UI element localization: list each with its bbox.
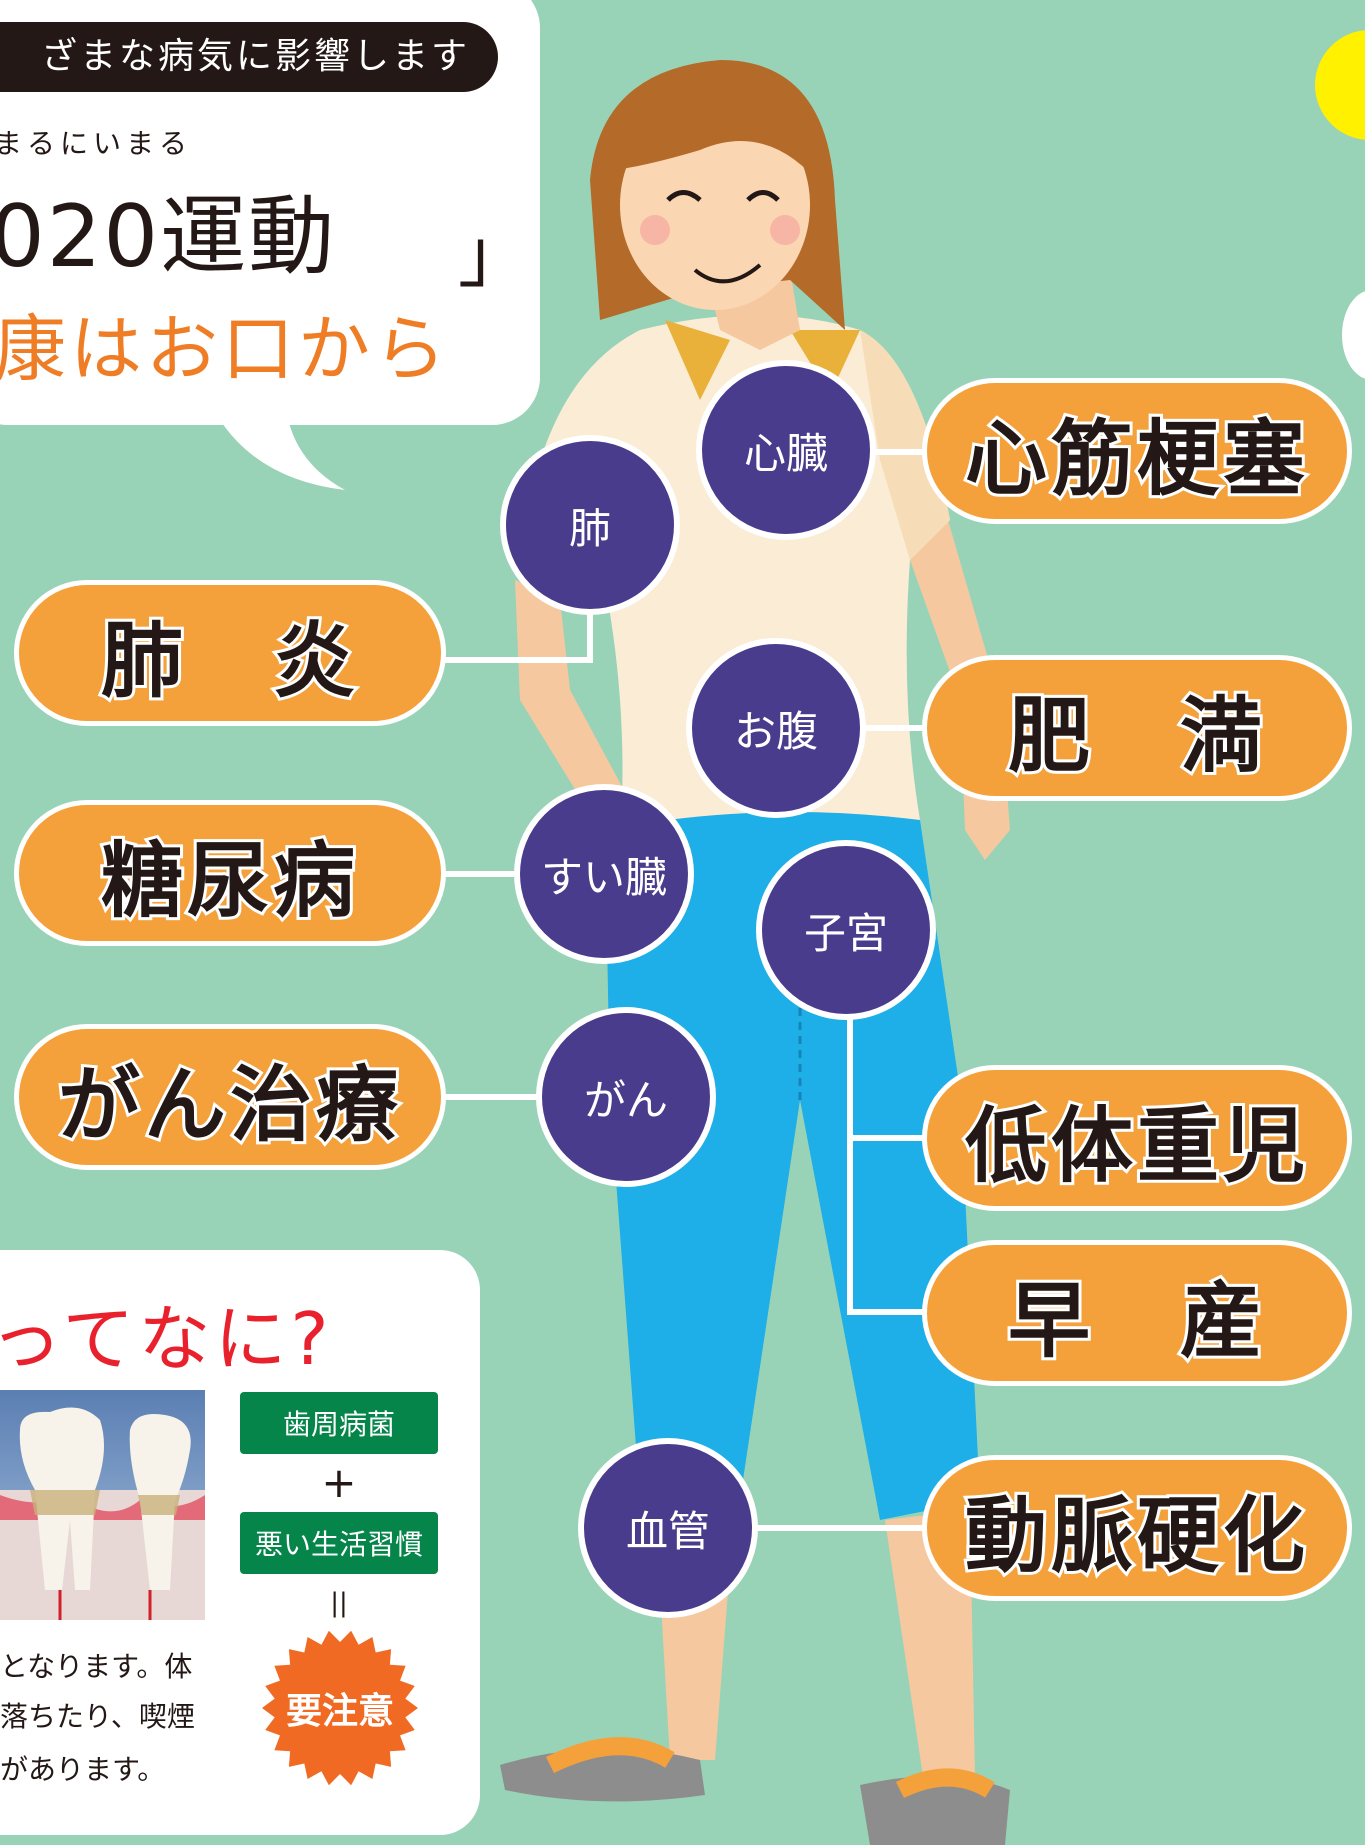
info-title: ってなに? [0, 1297, 333, 1381]
organ-heart: 心臓 [696, 360, 876, 540]
periodontal-bacteria-box: 歯周病菌 [240, 1392, 438, 1454]
disease-low-birth-weight: 低体重児 [922, 1065, 1352, 1211]
campaign-ruby: まるにいまる [0, 127, 193, 160]
bad-lifestyle-box: 悪い生活習慣 [240, 1512, 438, 1574]
equals-sign: || [330, 1588, 348, 1618]
plus-sign: + [321, 1458, 357, 1507]
disease-pneumonia: 肺 炎 [14, 580, 446, 726]
organ-belly: お腹 [686, 638, 866, 818]
disease-myocardial-infarction: 心筋梗塞 [922, 378, 1352, 524]
disease-obesity: 肥 満 [922, 655, 1352, 801]
description-line-3: があります。 [0, 1753, 166, 1786]
disease-diabetes: 糖尿病 [14, 800, 446, 946]
speech-bubble-tail [220, 400, 345, 490]
caution-burst [262, 1630, 418, 1786]
description-line-2: 落ちたり、喫煙 [0, 1700, 195, 1733]
organ-uterus: 子宮 [756, 840, 936, 1020]
disease-arteriosclerosis: 動脈硬化 [922, 1455, 1352, 1601]
disease-cancer-treatment: がん治療 [14, 1024, 446, 1170]
organ-blood-vessel: 血管 [578, 1438, 758, 1618]
disease-premature-birth: 早 産 [922, 1240, 1352, 1386]
organ-cancer: がん [536, 1007, 716, 1187]
organ-lung: 肺 [500, 435, 680, 615]
tooth-illustration [0, 1390, 205, 1620]
description-line-1: となります。体 [0, 1650, 193, 1683]
side-decoration [1342, 290, 1365, 380]
sun-decoration [1315, 30, 1365, 140]
campaign-tagline: 康はお口から [0, 307, 451, 391]
campaign-title: 020運動 [0, 187, 337, 287]
bubble-header: ざまな病気に影響します [0, 22, 498, 92]
closing-bracket: 」 [458, 213, 531, 297]
caution-label: 要注意 [285, 1691, 394, 1732]
organ-pancreas: すい臓 [514, 784, 694, 964]
